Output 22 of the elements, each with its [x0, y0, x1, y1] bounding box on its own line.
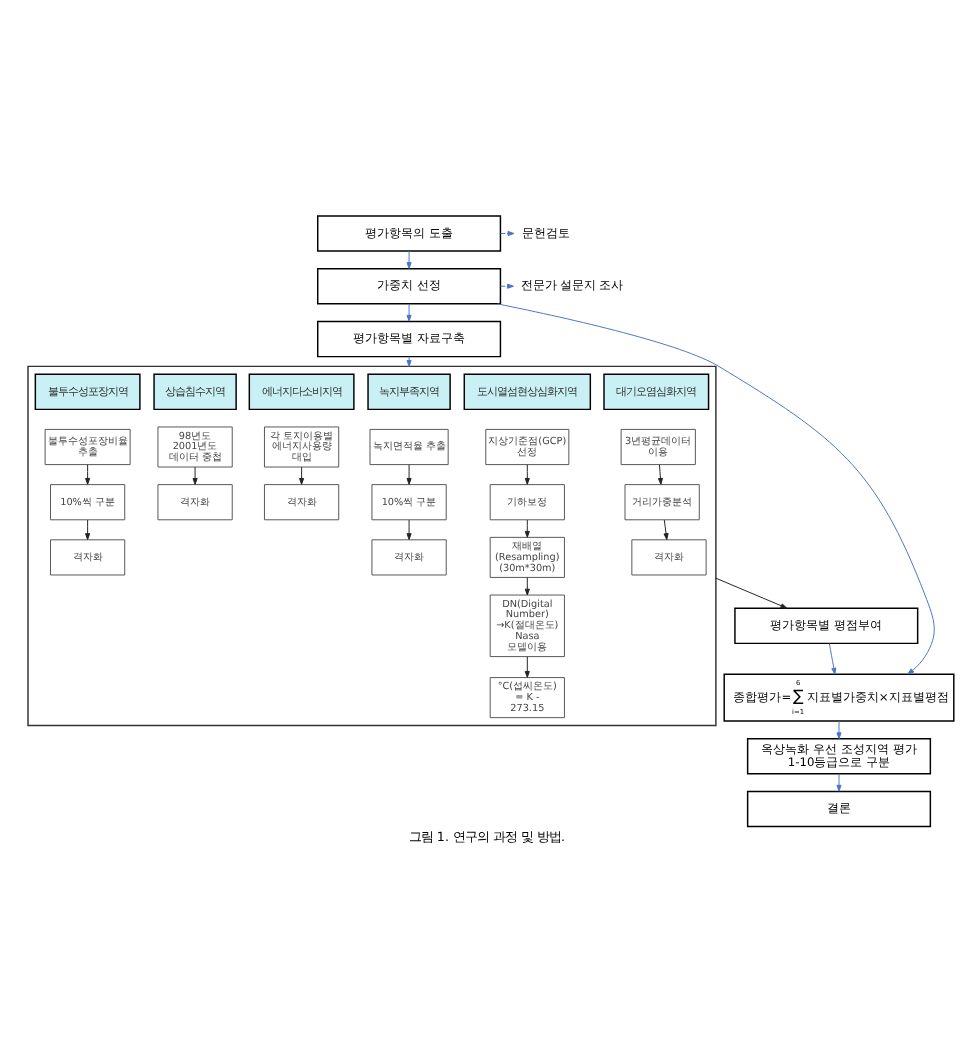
arrow	[406, 519, 412, 540]
arrow	[663, 519, 669, 540]
arrow	[406, 303, 412, 322]
arrow	[836, 773, 842, 792]
arrow	[85, 519, 91, 540]
arrow	[524, 464, 530, 485]
arrow	[85, 464, 91, 485]
arrow	[524, 519, 530, 538]
arrow	[524, 577, 530, 596]
arrow	[192, 466, 198, 485]
arrow	[406, 356, 412, 367]
arrow	[657, 464, 663, 485]
arrow	[828, 643, 837, 675]
cluster	[27, 365, 717, 727]
arrow	[715, 577, 788, 609]
arrow	[524, 656, 530, 678]
arrow	[496, 303, 935, 675]
arrow	[500, 283, 514, 289]
arrow	[836, 720, 842, 740]
arrow	[406, 250, 412, 269]
arrow	[406, 464, 412, 485]
arrow	[299, 466, 305, 485]
